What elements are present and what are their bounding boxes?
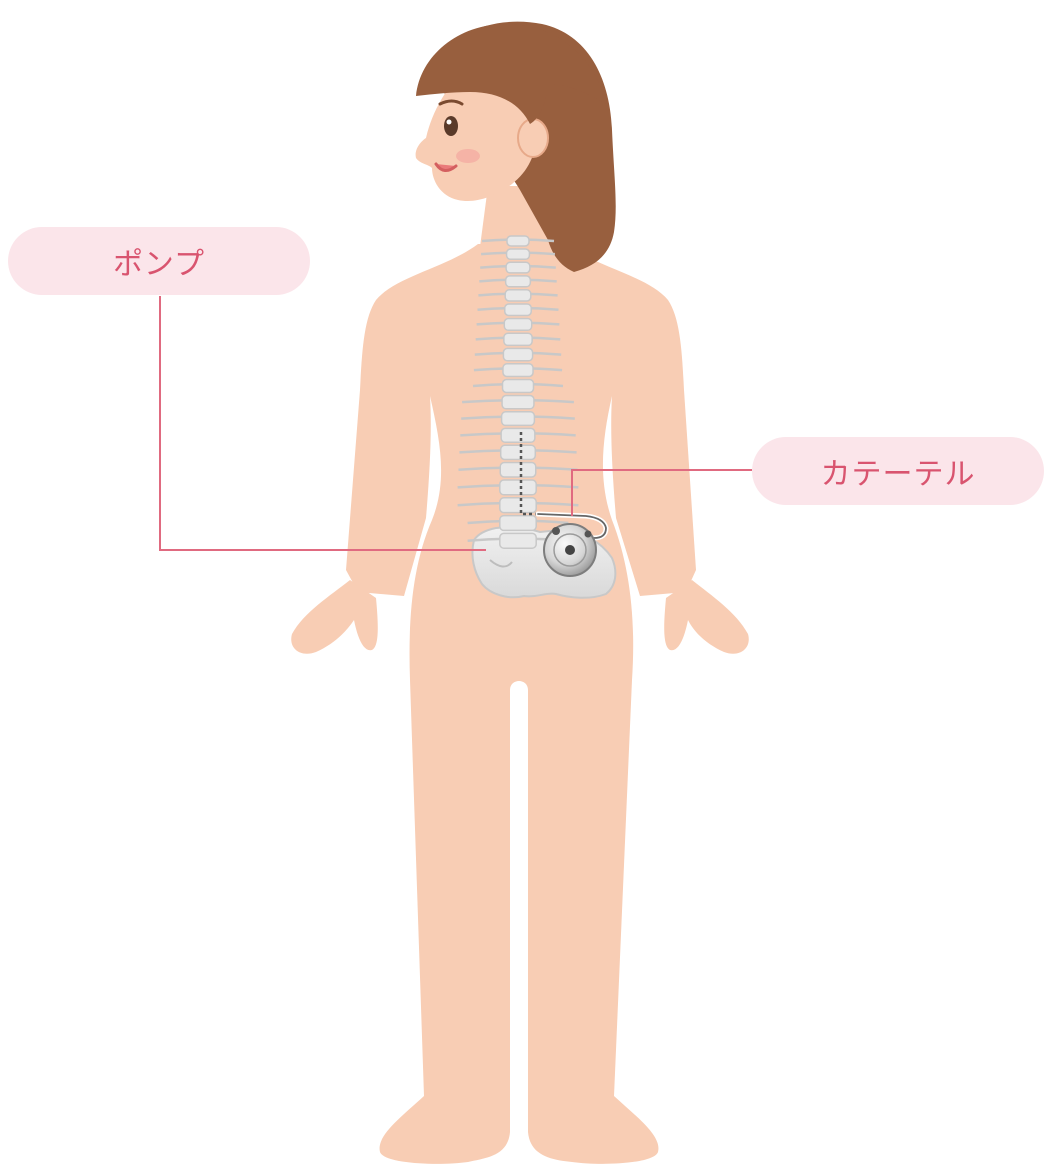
vertebra: [507, 249, 530, 259]
vertebra: [507, 236, 529, 246]
vertebra: [506, 262, 530, 273]
eye: [444, 116, 458, 136]
vertebra: [500, 498, 536, 513]
left-hand: [291, 580, 378, 654]
vertebra: [505, 304, 532, 316]
vertebra: [502, 396, 534, 409]
vertebra: [501, 445, 536, 459]
vertebra: [504, 333, 532, 345]
catheter-label: カテーテル: [752, 437, 1044, 505]
vertebra: [500, 463, 536, 478]
vertebra: [505, 290, 531, 301]
vertebra: [503, 380, 534, 393]
pump-label: ポンプ: [8, 227, 310, 295]
vertebra: [500, 533, 536, 548]
right-hand: [664, 580, 749, 654]
vertebra: [500, 516, 536, 531]
vertebra: [503, 348, 532, 360]
vertebra: [503, 364, 533, 377]
vertebra: [500, 480, 536, 495]
pump-device: [544, 524, 596, 576]
ear: [518, 119, 548, 157]
vertebra: [501, 428, 535, 442]
vertebra: [506, 276, 531, 287]
vertebra: [504, 319, 531, 331]
vertebra: [502, 412, 535, 426]
